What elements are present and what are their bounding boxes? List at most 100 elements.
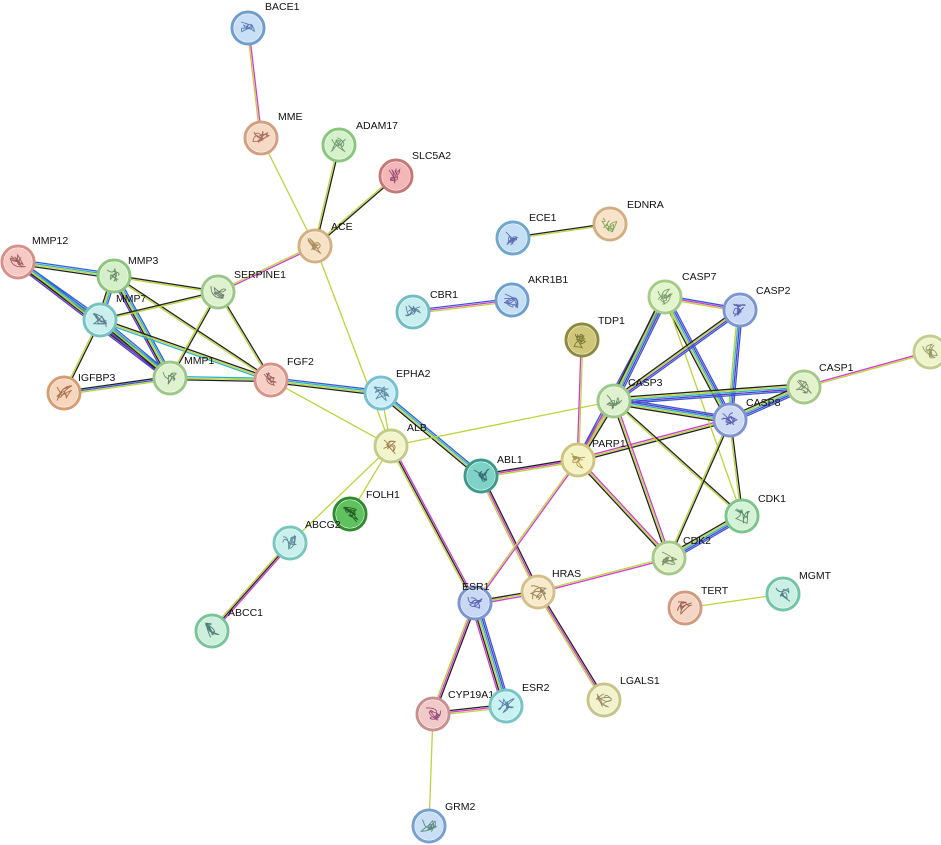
edge-strand <box>614 311 743 404</box>
protein-structure-icon <box>601 217 618 233</box>
node-cdk1[interactable]: CDK1 <box>724 493 786 534</box>
node-body <box>156 364 184 392</box>
edge-alb-abcg2 <box>289 445 392 544</box>
node-body <box>600 387 628 415</box>
node-igfbp3[interactable]: IGFBP3 <box>46 372 116 411</box>
edge-strand <box>662 297 730 422</box>
protein-structure-icon <box>473 468 491 482</box>
node-casp2[interactable]: CASP2 <box>722 285 791 328</box>
edge-mmp3-mmp1 <box>110 273 174 381</box>
protein-structure-icon <box>922 343 938 359</box>
node-label: PARP1 <box>592 438 626 450</box>
node-fgf2[interactable]: FGF2 <box>253 356 314 398</box>
protein-structure-icon <box>595 693 612 708</box>
edge-strand <box>665 295 733 420</box>
protein-structure-icon <box>92 312 107 328</box>
edge-bace1-mme <box>246 27 263 139</box>
node-abl1[interactable]: ABL1 <box>463 454 523 494</box>
edge-strand <box>314 245 392 447</box>
node-label: LGALS1 <box>620 675 660 687</box>
node-slc5a2[interactable]: SLC5A2 <box>378 150 451 194</box>
edge-ace-serpine1 <box>217 244 316 294</box>
protein-structure-icon <box>606 394 623 410</box>
node-adam17[interactable]: ADAM17 <box>321 120 398 163</box>
protein-structure-icon <box>388 168 401 184</box>
node-casp3[interactable]: CASP3 <box>596 377 663 419</box>
edge-strand <box>270 380 382 395</box>
node-label: MGMT <box>799 570 832 582</box>
node-label: CASP2 <box>756 285 791 297</box>
node-casp7[interactable]: CASP7 <box>647 271 717 315</box>
edge-strand <box>614 399 672 559</box>
node-ace[interactable]: ACE <box>297 221 353 264</box>
node-label: FGF2 <box>287 356 314 368</box>
node-body <box>100 262 128 290</box>
edge-abcg2-abcc1 <box>210 541 292 633</box>
node-casp8[interactable]: CASP8 <box>712 397 781 438</box>
node-label: SLC5A2 <box>412 150 451 162</box>
edge-strand <box>611 307 740 400</box>
edge-strand <box>612 403 731 424</box>
node-esr1[interactable]: ESR1 <box>457 581 493 621</box>
node-cdk2[interactable]: CDK2 <box>651 535 711 576</box>
edge-strand <box>391 444 478 603</box>
node-label: TERT <box>701 585 729 597</box>
node-mmp1[interactable]: MMP1 <box>152 355 214 396</box>
edge-strand <box>433 602 478 716</box>
edge-strand <box>378 394 481 479</box>
edge-strand <box>803 350 931 387</box>
node-abcc1[interactable]: ABCC1 <box>194 607 263 649</box>
edge-strand <box>613 398 731 420</box>
node-abcg2[interactable]: ABCG2 <box>272 519 341 561</box>
edge-slc5a2-ace <box>313 174 398 248</box>
edge-strand <box>537 558 670 594</box>
protein-structure-icon <box>661 551 678 567</box>
node-mme[interactable]: MME <box>243 111 303 156</box>
node-tert[interactable]: TERT <box>667 585 729 626</box>
edge-strand <box>481 474 541 592</box>
node-cbr1[interactable]: CBR1 <box>395 289 458 330</box>
node-grm2[interactable]: GRM2 <box>411 801 475 844</box>
protein-structure-icon <box>106 268 120 283</box>
protein-structure-icon <box>162 371 177 385</box>
node-body <box>257 366 285 394</box>
edge-strand <box>217 246 316 294</box>
node-hras[interactable]: HRAS <box>520 568 581 610</box>
node-mgmt[interactable]: MGMT <box>765 570 832 612</box>
node-mmp3[interactable]: MMP3 <box>96 255 158 294</box>
node-alb[interactable]: ALB <box>373 422 427 464</box>
node-ednra[interactable]: EDNRA <box>592 199 664 242</box>
node-mmp12[interactable]: MMP12 <box>0 235 68 280</box>
node-label: ESR1 <box>462 581 490 593</box>
node-label: CASP1 <box>819 362 854 374</box>
protein-structure-icon <box>405 305 421 317</box>
protein-structure-icon <box>467 596 483 609</box>
node-akr1b1[interactable]: AKR1B1 <box>494 274 568 318</box>
edge-strand <box>473 458 579 604</box>
edge-igfbp3-mmp1 <box>63 375 171 396</box>
protein-structure-icon <box>383 439 397 455</box>
node-body <box>596 210 624 238</box>
protein-structure-icon <box>570 453 586 469</box>
node-btk[interactable]: BTK <box>912 327 941 370</box>
edge-strand <box>478 476 538 594</box>
node-serpine1[interactable]: SERPINE1 <box>200 269 286 310</box>
node-label: ABL1 <box>497 454 523 466</box>
node-bace1[interactable]: BACE1 <box>230 1 300 46</box>
node-ece1[interactable]: ECE1 <box>495 212 557 256</box>
edge-strand <box>577 459 670 559</box>
node-folh1[interactable]: FOLH1 <box>332 489 400 532</box>
node-mmp7[interactable]: MMP7 <box>82 293 146 338</box>
node-label: MMP12 <box>32 235 68 247</box>
node-label: CASP3 <box>628 377 663 389</box>
edge-strand <box>99 290 219 320</box>
node-tdp1[interactable]: TDP1 <box>564 315 625 358</box>
node-lgals1[interactable]: LGALS1 <box>586 675 660 718</box>
node-parp1[interactable]: PARP1 <box>560 438 626 478</box>
edge-casp7-casp3 <box>610 294 669 404</box>
node-casp1[interactable]: CASP1 <box>786 362 854 405</box>
node-esr2[interactable]: ESR2 <box>488 682 550 724</box>
node-label: BACE1 <box>265 1 300 13</box>
node-cyp19a1[interactable]: CYP19A1 <box>415 689 494 732</box>
node-epha2[interactable]: EPHA2 <box>363 368 431 411</box>
